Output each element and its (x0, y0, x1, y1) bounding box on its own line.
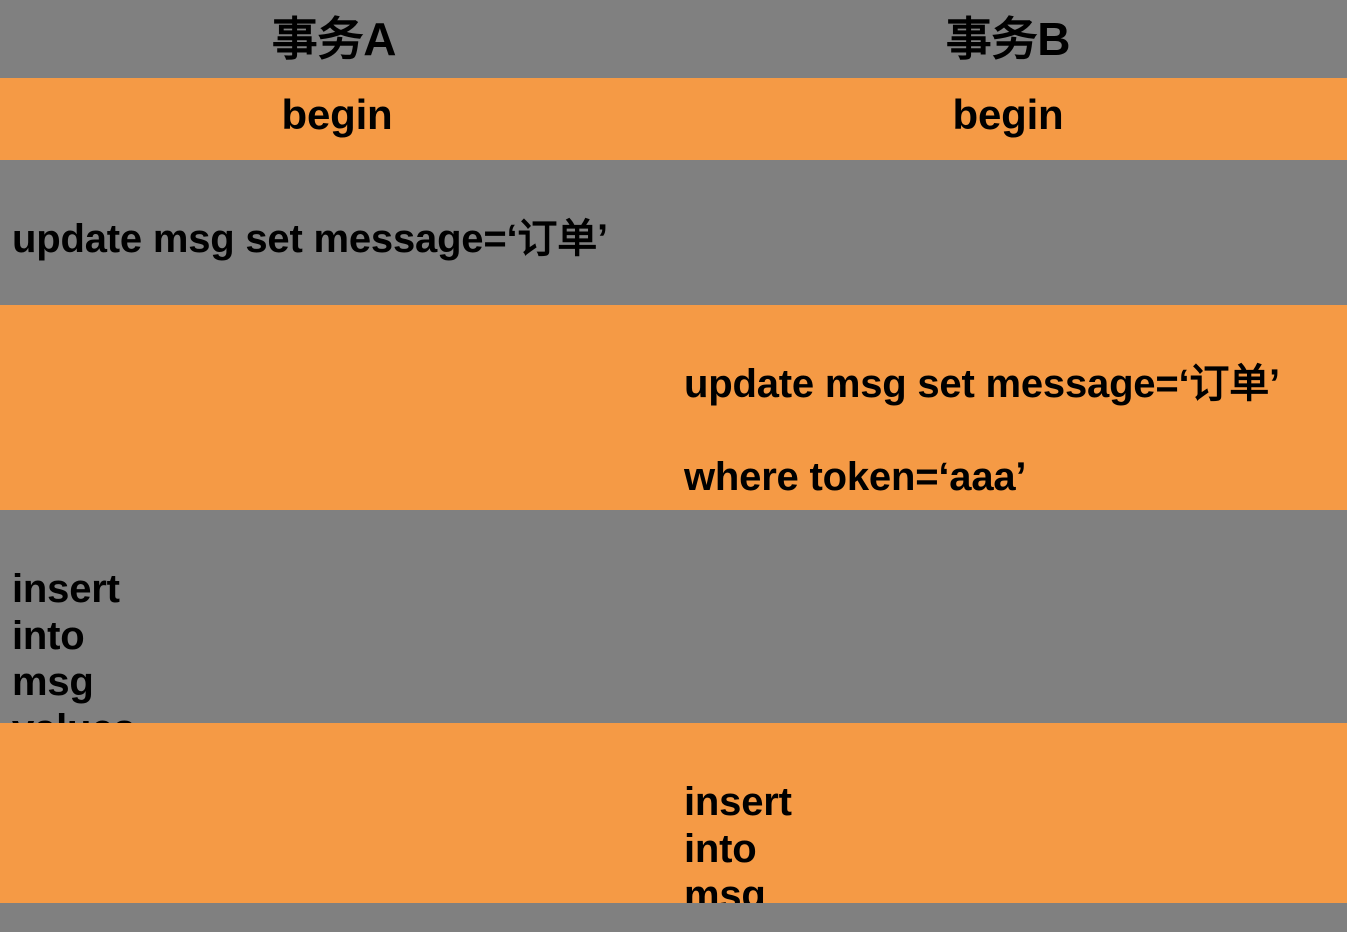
cell-a-insert-word-3: msg (12, 660, 94, 705)
cell-a-insert-word-4: values (12, 707, 136, 723)
table-row-footer (0, 903, 1347, 932)
cell-a-insert-line-1: insert into msg values (12, 566, 680, 723)
cell-b-insert-line-1: insert into msg values (684, 779, 1347, 903)
cell-a-empty-row6 (0, 723, 688, 733)
cell-b-empty-row3 (672, 160, 1347, 170)
cell-b-insert-word-2: into (684, 826, 757, 871)
cell-b-update-statement: update msg set message=‘订单’ where token=… (672, 305, 1347, 501)
column-header-transaction-a: 事务A (271, 13, 397, 65)
cell-a-insert-statement: insert into msg values (null,‘aad',’hell… (0, 510, 684, 723)
cell-b-update-line-2: where token=‘aaa’ (684, 455, 1027, 500)
table-row-header: 事务A 事务B (0, 0, 1347, 78)
cell-b-insert-word-3: msg (684, 873, 766, 903)
cell-a-begin: begin (281, 91, 393, 138)
cell-a-insert-word-1: insert (12, 567, 120, 612)
cell-b-insert-word-1: insert (684, 780, 792, 825)
cell-a-update-statement: update msg set message=‘订单’ where token=… (0, 160, 688, 305)
cell-b-begin: begin (952, 91, 1064, 138)
table-row-a-insert: insert into msg values (null,‘aad',’hell… (0, 510, 1347, 723)
table-row-begin: begin begin (0, 78, 1347, 160)
table-row-b-update: update msg set message=‘订单’ where token=… (0, 305, 1347, 510)
cell-b-empty-footer (672, 903, 1347, 913)
cell-a-empty-footer (0, 903, 688, 913)
table-row-b-insert: insert into msg values (null,‘bsa',’hell… (0, 723, 1347, 903)
cell-a-empty-row4 (0, 305, 688, 315)
table-row-a-update: update msg set message=‘订单’ where token=… (0, 160, 1347, 305)
cell-b-update-line-1: update msg set message=‘订单’ (684, 362, 1280, 407)
cell-a-update-line-1: update msg set message=‘订单’ (12, 217, 608, 262)
cell-b-empty-row5 (672, 510, 1347, 520)
cell-b-insert-statement: insert into msg values (null,‘bsa',’hell… (672, 723, 1347, 903)
column-header-transaction-b: 事务B (945, 13, 1071, 65)
cell-a-insert-word-2: into (12, 613, 85, 658)
